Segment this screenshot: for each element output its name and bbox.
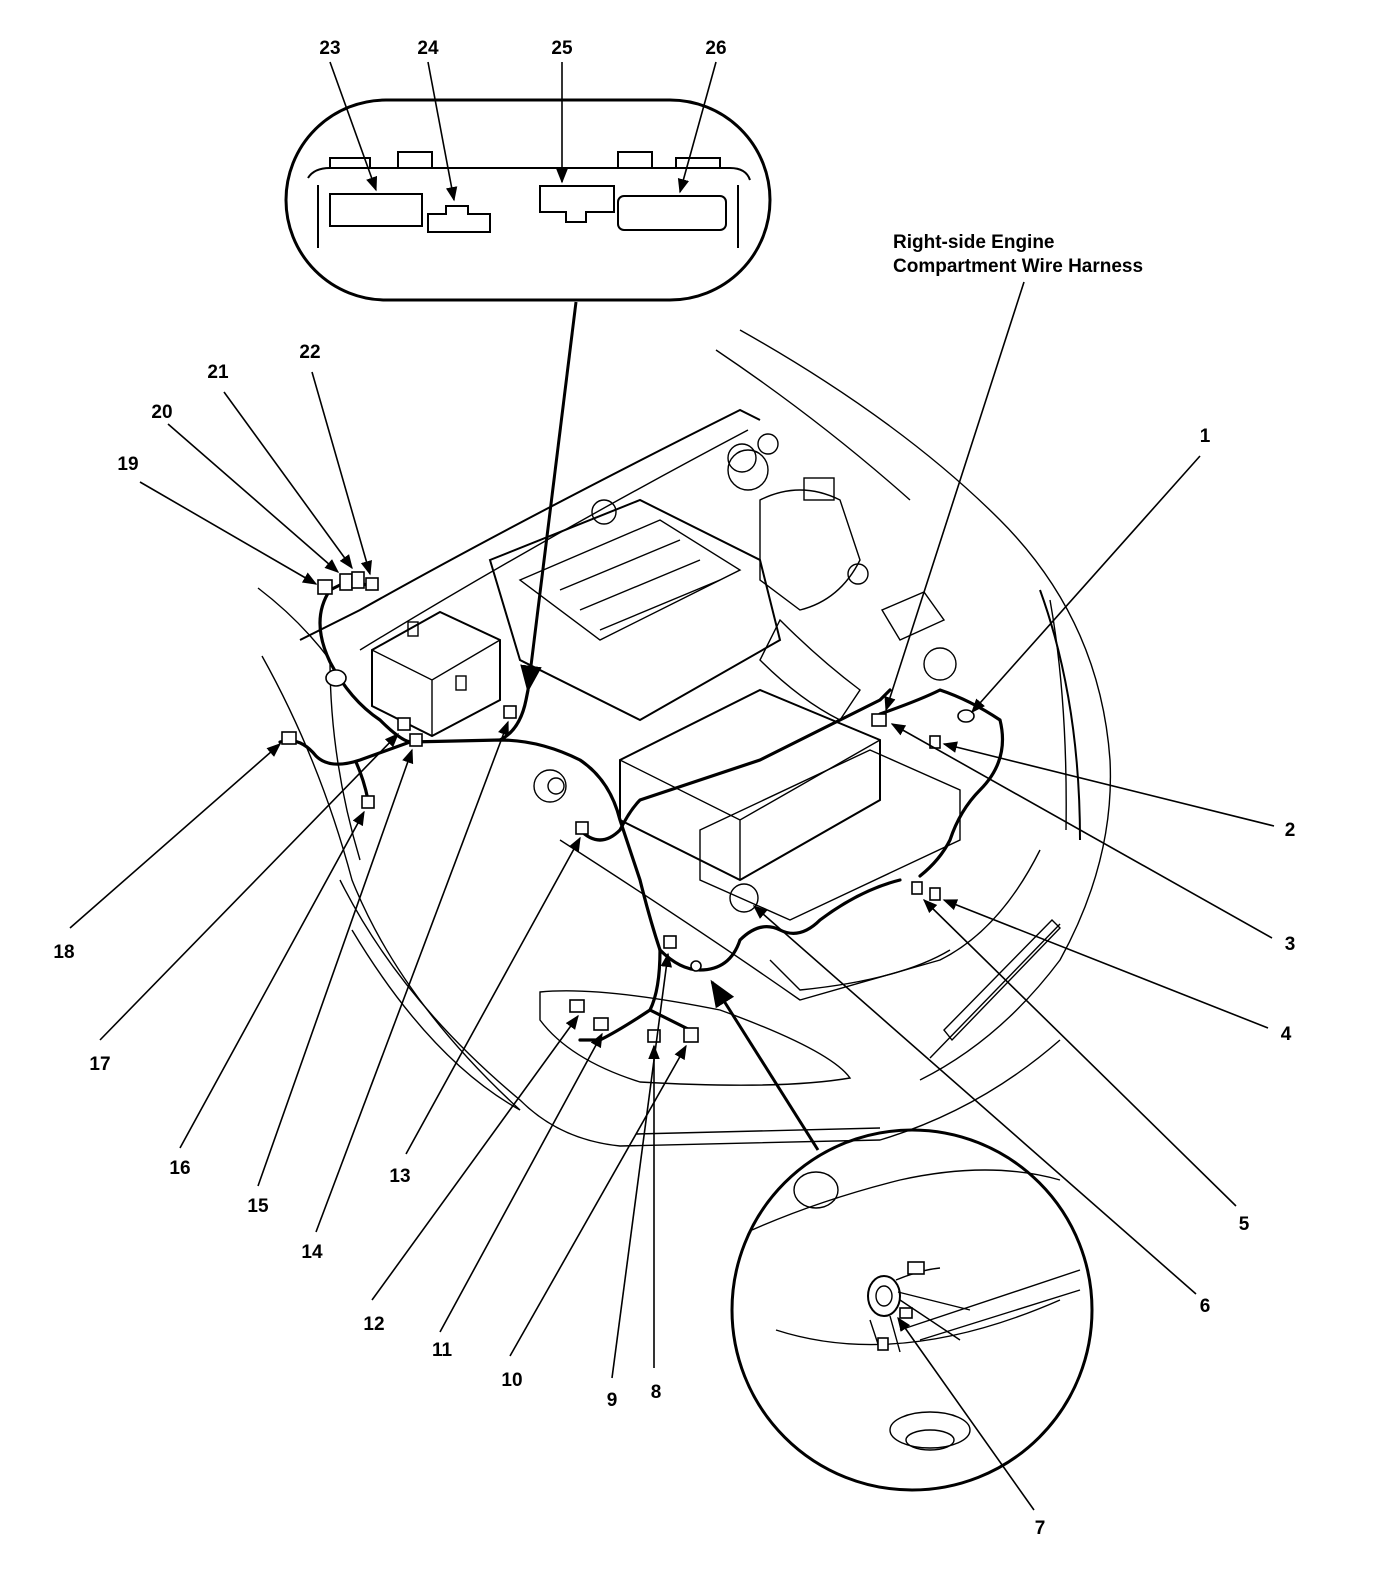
connector-17 [397,717,411,731]
connector-18 [281,731,297,745]
callout-leaders [69,281,1275,1511]
callout-11: 11 [432,1340,453,1361]
callout-3: 3 [1285,934,1296,955]
callout-8: 8 [651,1382,662,1403]
connector-16 [361,795,375,809]
connector-13 [575,821,589,835]
callout-26: 26 [705,38,726,59]
harness-label-line1: Right-side Engine [893,232,1055,253]
callout-25: 25 [551,38,573,59]
callout-5: 5 [1239,1214,1250,1235]
callout-15: 15 [247,1196,269,1217]
connector-25-shape [539,185,615,223]
connector-19 [317,579,333,595]
vehicle-body [257,329,1112,1147]
callout-22: 22 [299,342,320,363]
connector-8b [683,1027,699,1043]
connector-23-shape [329,193,423,227]
wire-harness [278,578,1005,1042]
callout-6: 6 [1200,1296,1211,1317]
callout-18: 18 [53,942,74,963]
callout-10: 10 [501,1370,522,1391]
connector-26-shape [617,195,727,231]
callout-24: 24 [417,38,439,59]
fuse-box-inset [284,98,772,302]
connector-11 [593,1017,609,1031]
connector-14 [503,705,517,719]
connector-9 [663,935,677,949]
radiator [699,749,961,921]
callout-20: 20 [151,402,172,423]
inset-leaders [329,61,717,693]
callout-13: 13 [389,1166,410,1187]
connector-15 [409,733,423,747]
callout-23: 23 [319,38,340,59]
connector-4 [929,887,941,901]
callout-12: 12 [363,1314,384,1335]
harness-label-line2: Compartment Wire Harness [893,256,1143,277]
callout-14: 14 [301,1242,323,1263]
connector-24-shape [427,205,491,233]
engine-block [488,498,782,722]
connector-5 [911,881,923,895]
callout-4: 4 [1281,1024,1292,1045]
callout-numbers: 1 2 3 4 5 6 7 8 9 10 11 12 13 14 15 16 1… [53,38,1295,1539]
connector-20 [339,573,353,591]
connectors [281,571,975,1043]
callout-1: 1 [1200,426,1211,447]
callout-19: 19 [117,454,138,475]
callout-2: 2 [1285,820,1296,841]
callout-7: 7 [1035,1518,1046,1539]
connector-12 [569,999,585,1013]
battery [371,610,501,738]
callout-16: 16 [169,1158,190,1179]
callout-9: 9 [607,1390,618,1411]
connector-1 [957,709,975,723]
connector-21 [351,571,365,589]
callout-21: 21 [207,362,229,383]
ground-detail-inset [730,1128,1094,1492]
connector-3 [871,713,887,727]
connector-22 [365,577,379,591]
callout-17: 17 [89,1054,110,1075]
